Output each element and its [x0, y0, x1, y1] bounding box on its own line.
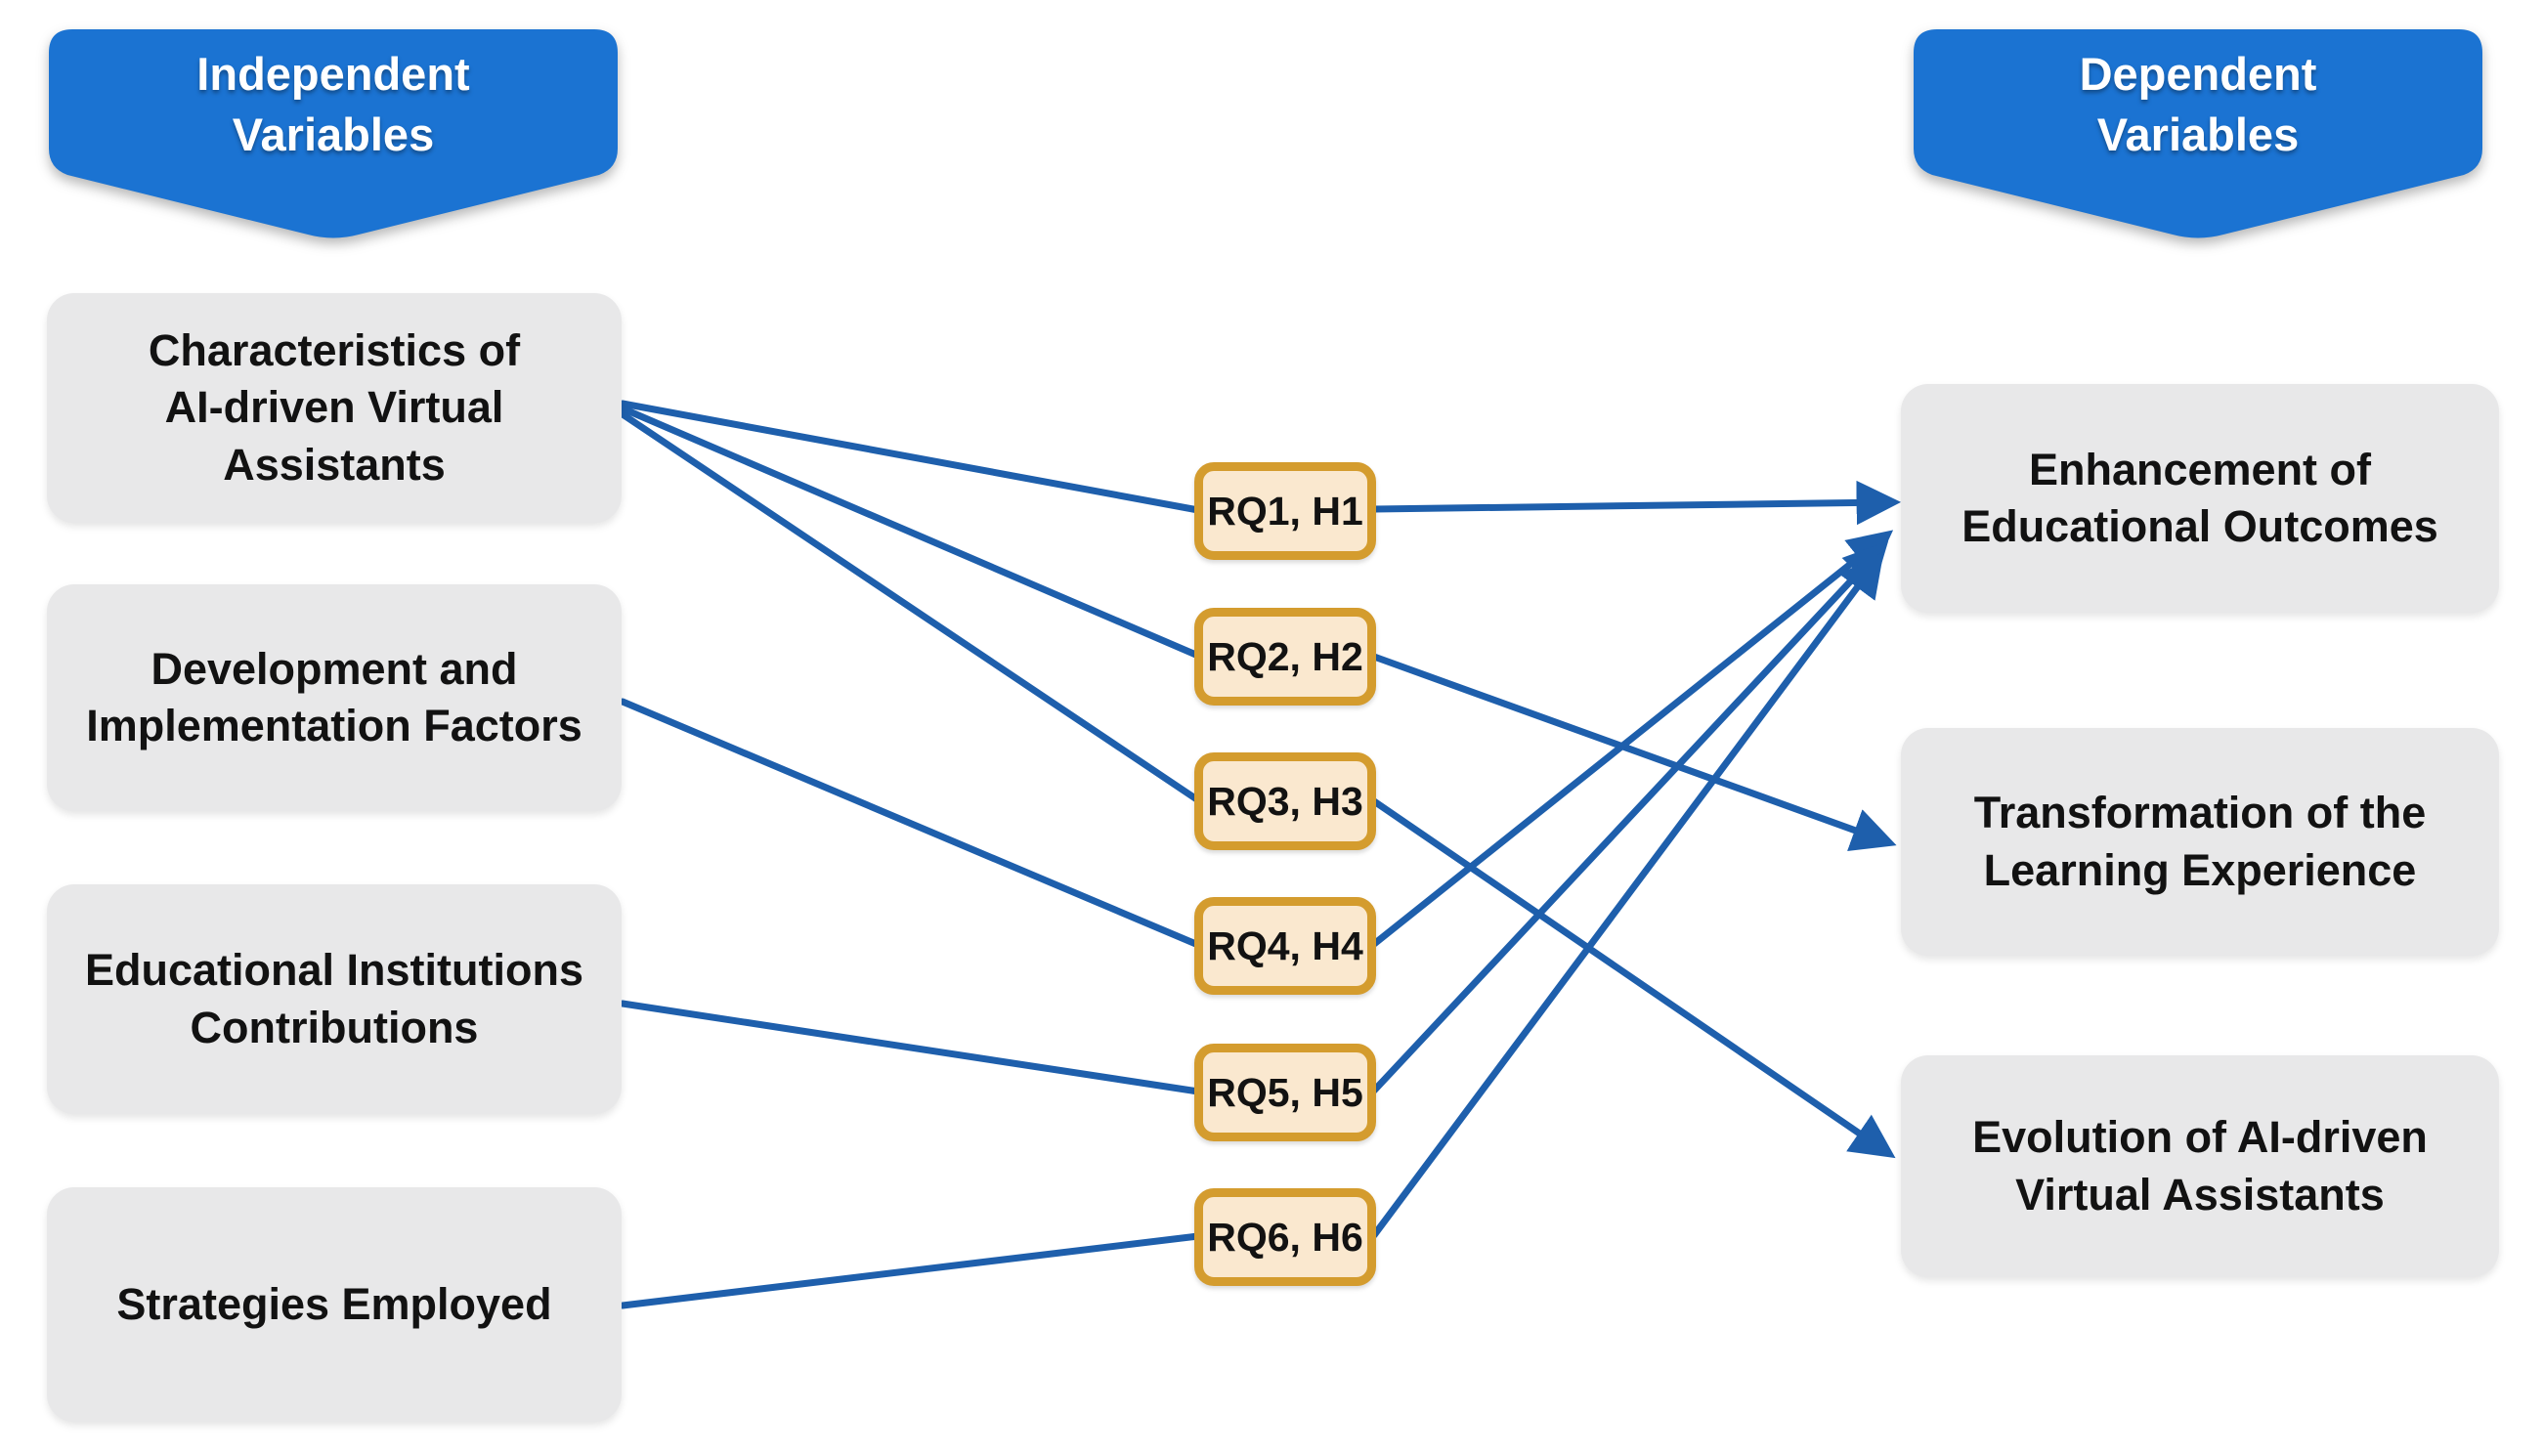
rq-chip-5: RQ5, H5	[1194, 1044, 1376, 1141]
independent-variables-banner-shape	[49, 29, 618, 238]
iv-box-characteristics: Characteristics of AI-driven Virtual Ass…	[47, 293, 622, 523]
independent-variables-banner: Independent Variables	[196, 48, 470, 161]
dependent-variables-banner-shape	[1914, 29, 2482, 238]
dv-box-evolution: Evolution of AI-driven Virtual Assistant…	[1901, 1055, 2499, 1277]
iv-box-development: Development and Implementation Factors	[47, 584, 622, 811]
rq-chip-4: RQ4, H4	[1194, 897, 1376, 995]
rq-chip-2: RQ2, H2	[1194, 608, 1376, 706]
dv-box-transformation: Transformation of the Learning Experienc…	[1901, 728, 2499, 956]
arrow-rq6-enhancement	[1370, 551, 1884, 1239]
rq-chip-1: RQ1, H1	[1194, 462, 1376, 560]
arrow-rq4-enhancement	[1370, 530, 1894, 948]
connector-characteristics-rq3	[619, 410, 1202, 804]
arrow-rq3-evolution	[1370, 797, 1896, 1159]
arrow-rq5-enhancement	[1370, 540, 1889, 1094]
arrow-rq1-enhancement	[1370, 480, 1902, 526]
dependent-variables-banner: Dependent Variables	[2079, 48, 2317, 161]
iv-box-educational-institutions: Educational Institutions Contributions	[47, 884, 622, 1114]
dv-box-enhancement: Enhancement of Educational Outcomes	[1901, 384, 2499, 613]
connector-development-rq4	[619, 698, 1202, 949]
rq-chip-6: RQ6, H6	[1194, 1188, 1376, 1286]
arrow-rq2-transformation	[1370, 653, 1897, 852]
connector-characteristics-rq1	[619, 400, 1202, 514]
connector-strategies-rq6	[619, 1232, 1202, 1309]
connector-educational-rq5	[619, 1000, 1202, 1095]
connector-characteristics-rq2	[619, 405, 1202, 660]
iv-box-strategies-employed: Strategies Employed	[47, 1187, 622, 1422]
rq-chip-3: RQ3, H3	[1194, 752, 1376, 850]
